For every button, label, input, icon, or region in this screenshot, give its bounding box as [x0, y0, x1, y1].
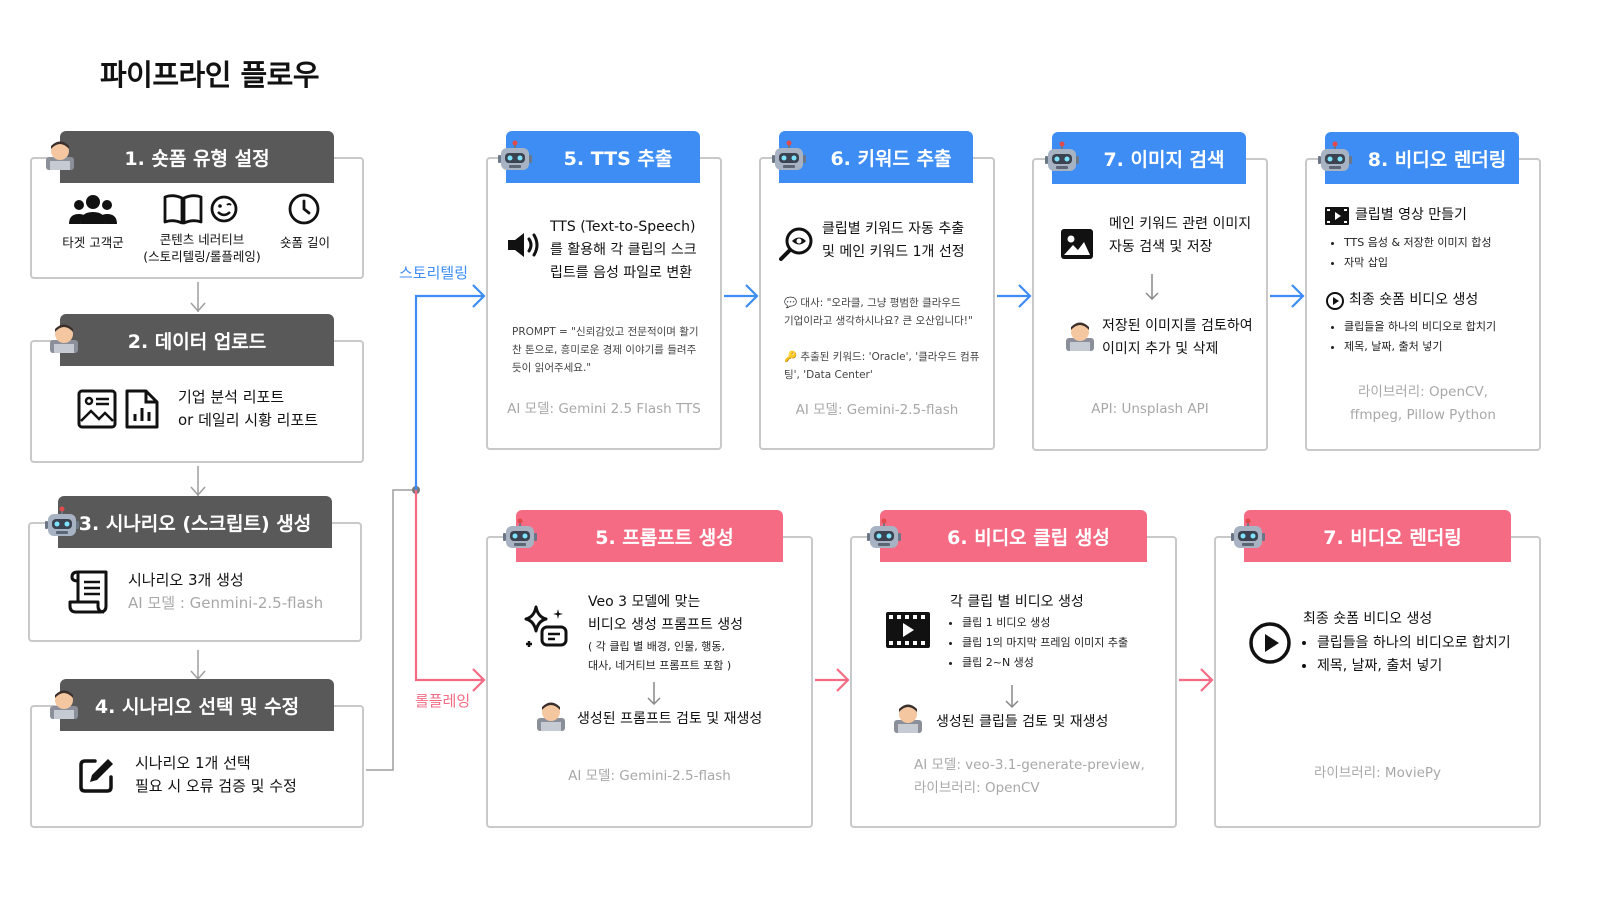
- down-arrow-icon: [647, 682, 661, 706]
- step2-text2: or 데일리 시황 리포트: [178, 411, 319, 429]
- step2-header: 2. 데이터 업로드: [60, 314, 334, 366]
- step3-text1: 시나리오 3개 생성: [128, 571, 244, 589]
- robot-icon: [867, 518, 901, 548]
- story-step7-header: 7. 이미지 검색: [1052, 132, 1246, 184]
- film-icon: [1325, 207, 1349, 225]
- step4-text2: 필요 시 오류 검증 및 수정: [135, 777, 297, 795]
- step1-target-label: 타겟 고객군: [62, 235, 124, 250]
- developer-emoji-icon: [46, 141, 74, 170]
- play-circle-icon: [1326, 292, 1344, 310]
- role-step6-header: 6. 비디오 클립 생성: [880, 510, 1147, 562]
- story-step6-header: 6. 키워드 추출: [779, 131, 973, 183]
- story-step5-header: 5. TTS 추출: [506, 131, 700, 183]
- role-step6-review: 생성된 클립들 검토 및 재생성: [936, 714, 1109, 730]
- clock-icon: [288, 193, 320, 225]
- story-step8-footer: 라이브러리: OpenCV,ffmpeg, Pillow Python: [1350, 384, 1496, 423]
- role-step7-title: 최종 숏폼 비디오 생성: [1303, 611, 1433, 627]
- step1-length-label: 숏폼 길이: [280, 235, 330, 250]
- robot-icon: [1318, 141, 1352, 171]
- story-step6-footer: AI 모델: Gemini-2.5-flash: [795, 402, 959, 418]
- robot-icon: [772, 140, 806, 170]
- step3-header: 3. 시나리오 (스크립트) 생성: [58, 496, 332, 548]
- step1-header: 1. 숏폼 유형 설정: [60, 131, 334, 183]
- role-step6-box: [850, 536, 1177, 828]
- book-icon: [163, 194, 203, 225]
- story-step5-box: [486, 157, 722, 450]
- role-step5-footer: AI 모델: Gemini-2.5-flash: [568, 768, 731, 784]
- down-arrow-icon: [1005, 685, 1019, 709]
- play-circle-icon: [1249, 622, 1291, 664]
- story-step8-b-items: 클립들을 하나의 비디오로 합치기제목, 날짜, 출처 넣기: [1330, 317, 1496, 357]
- role-step6-footer: AI 모델: veo-3.1-generate-preview,라이브러리: O…: [914, 757, 1145, 796]
- developer-emoji-icon: [50, 324, 78, 353]
- report-image-icon: [77, 389, 117, 429]
- role-step7-header: 7. 비디오 렌더링: [1244, 510, 1511, 562]
- robot-icon: [503, 518, 537, 548]
- story-step5-footer: AI 모델: Gemini 2.5 Flash TTS: [507, 401, 701, 417]
- step3-text2: AI 모델 : Genmini-2.5-flash: [128, 594, 324, 612]
- branch-label-storytelling: 스토리텔링: [399, 264, 469, 282]
- role-step5-box: [486, 536, 813, 828]
- developer-emoji-icon: [50, 690, 78, 719]
- video-icon: [886, 612, 930, 648]
- story-step8-a-title: 클립별 영상 만들기: [1355, 207, 1467, 223]
- robot-icon: [1045, 141, 1079, 171]
- step2-text1: 기업 분석 리포트: [178, 388, 285, 406]
- story-step8-box: [1305, 158, 1541, 451]
- robot-icon: [1231, 518, 1265, 548]
- role-step7-items: 클립들을 하나의 비디오로 합치기제목, 날짜, 출처 넣기: [1303, 632, 1511, 678]
- image-icon: [1061, 229, 1093, 259]
- branch-label-roleplaying: 롤플레잉: [415, 692, 471, 710]
- page-title: 파이프라인 플로우: [100, 58, 320, 92]
- role-step7-box: [1214, 536, 1541, 828]
- story-step8-header: 8. 비디오 렌더링: [1325, 132, 1519, 184]
- down-arrow-icon: [1145, 274, 1159, 301]
- story-step8-b-title: 최종 숏폼 비디오 생성: [1349, 292, 1479, 308]
- role-step5-sub: ( 각 클립 별 배경, 인물, 행동,대사, 네거티브 프롬프트 포함 ): [588, 640, 732, 672]
- robot-icon: [45, 506, 79, 536]
- scroll-icon: [68, 570, 108, 614]
- step4-text1: 시나리오 1개 선택: [135, 754, 251, 772]
- search-eye-icon: [779, 227, 813, 261]
- role-step7-footer: 라이브러리: MoviePy: [1313, 765, 1442, 781]
- robot-icon: [498, 140, 532, 170]
- story-step7-box: [1032, 158, 1268, 451]
- story-step7-footer: API: Unsplash API: [1091, 401, 1209, 417]
- role-step6-title: 각 클립 별 비디오 생성: [950, 594, 1084, 610]
- step4-header: 4. 시나리오 선택 및 수정: [60, 679, 334, 731]
- step1-narrative-label: 콘텐츠 네러티브 (스토리텔링/롤플레잉): [143, 232, 261, 264]
- chart-document-icon: [125, 389, 159, 429]
- story-step8-a-items: TTS 음성 & 저장한 이미지 합성자막 삽입: [1330, 233, 1492, 273]
- people-icon: [69, 195, 117, 224]
- role-step5-header: 5. 프롬프트 생성: [516, 510, 783, 562]
- story-step6-box: [759, 157, 995, 450]
- developer-emoji-icon: [1066, 322, 1094, 351]
- developer-emoji-icon: [894, 704, 922, 733]
- speaker-icon: [508, 233, 539, 257]
- ai-sparkle-icon: [524, 605, 568, 647]
- developer-emoji-icon: [537, 702, 565, 731]
- role-step5-review: 생성된 프롬프트 검토 및 재생성: [577, 711, 763, 727]
- smile-icon: [210, 195, 238, 223]
- edit-icon: [79, 759, 113, 793]
